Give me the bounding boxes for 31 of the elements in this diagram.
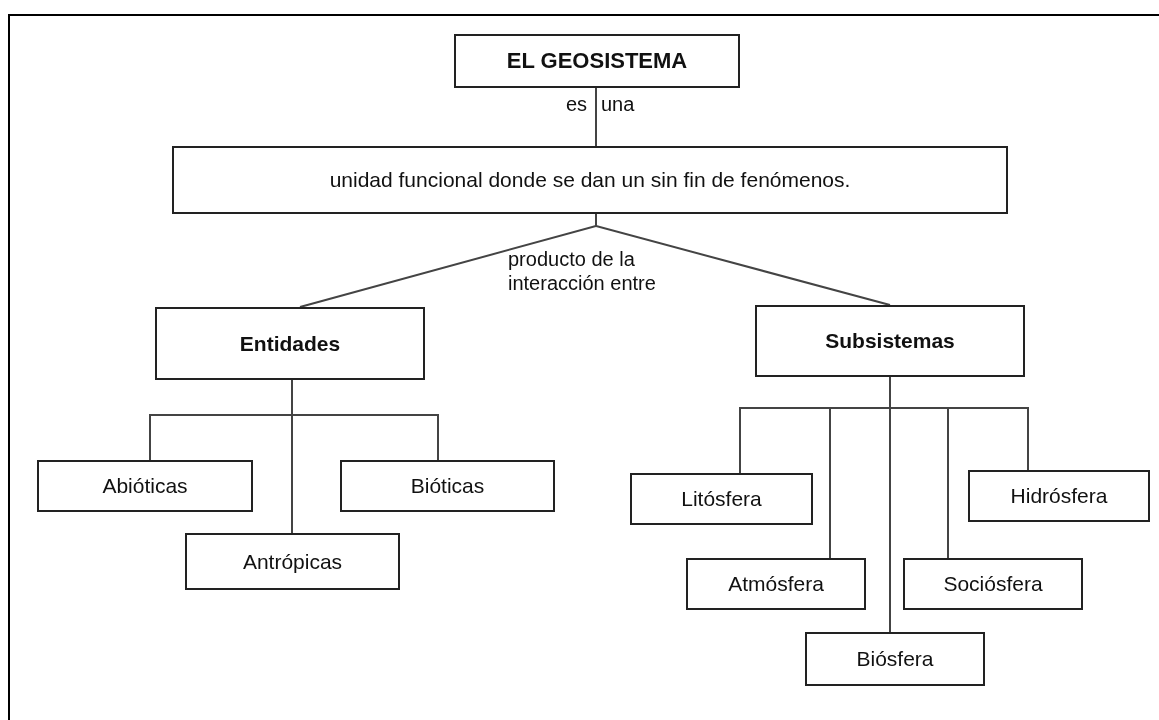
- concept-box: [185, 533, 400, 590]
- node-text: Entidades: [239, 331, 341, 356]
- concept-box: [686, 558, 866, 610]
- connector-line: [595, 87, 597, 147]
- concept-box: [630, 473, 813, 525]
- concept-box: [454, 34, 740, 88]
- node-text: unidad funcional donde se dan un sin fin de fenómenos.: [329, 168, 851, 192]
- node-text: Abióticas: [102, 474, 188, 498]
- concept-box: [755, 305, 1025, 377]
- connector-line: [889, 376, 891, 633]
- concept-box: [37, 460, 253, 512]
- concept-box: [968, 470, 1150, 522]
- node-text: Hidrósfera: [1010, 484, 1108, 508]
- connector-line: [595, 213, 891, 306]
- connector-line: [291, 379, 293, 534]
- node-text: Antrópicas: [242, 549, 343, 574]
- concept-box: [903, 558, 1083, 610]
- node-text: Subsistemas: [825, 329, 955, 353]
- connector-label: una: [601, 92, 635, 116]
- node-text: Bióticas: [410, 474, 485, 498]
- node-text: Sociósfera: [943, 572, 1043, 596]
- concept-box: [172, 146, 1008, 214]
- node-text: Litósfera: [681, 487, 762, 511]
- concept-box: [805, 632, 985, 686]
- concept-box: [340, 460, 555, 512]
- concept-box: [155, 307, 425, 380]
- node-text: Atmósfera: [728, 572, 824, 596]
- node-text: Biósfera: [856, 647, 934, 671]
- connector-label: es: [566, 92, 588, 116]
- node-text: EL GEOSISTEMA: [506, 48, 688, 74]
- connector-label: producto de la interacción entre: [508, 247, 657, 295]
